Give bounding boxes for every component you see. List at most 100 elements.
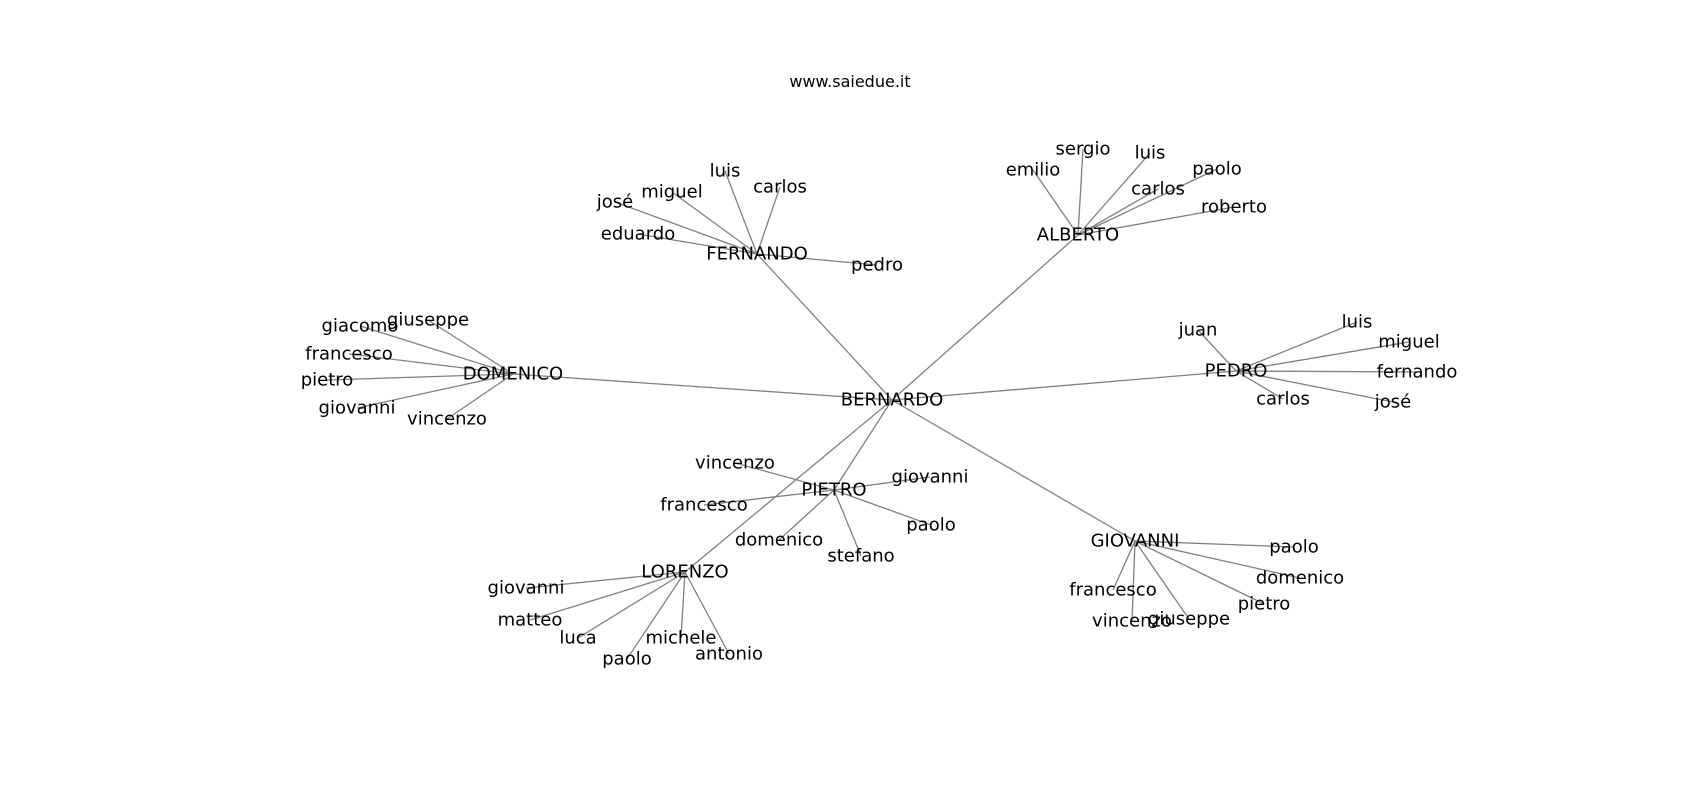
leaf-node-label: francesco: [660, 495, 747, 516]
edge: [778, 489, 835, 541]
leaf-node-label: stefano: [827, 546, 894, 567]
edge: [1112, 540, 1136, 591]
leaf-node-label: carlos: [753, 177, 807, 198]
edge: [637, 233, 758, 255]
edge: [529, 571, 686, 621]
leaf-node-label: carlos: [1256, 389, 1310, 410]
leaf-node-label: luis: [1342, 312, 1373, 333]
edge: [671, 191, 758, 255]
leaf-node-label: vincenzo: [407, 409, 487, 430]
leaf-node-label: paolo: [906, 515, 955, 536]
leaf-node-label: luis: [1135, 143, 1166, 164]
edge: [680, 571, 686, 639]
edge: [1235, 370, 1284, 400]
edges-layer: [326, 148, 1418, 660]
edge: [626, 571, 686, 660]
edge: [1077, 148, 1084, 236]
leaf-node-label: giovanni: [488, 578, 565, 599]
edge: [1077, 188, 1159, 236]
leaf-node-label: pietro: [301, 370, 354, 391]
leaf-node-label: francesco: [305, 344, 392, 365]
edge: [756, 253, 878, 266]
edge: [348, 353, 514, 375]
leaf-node-label: pietro: [1238, 594, 1291, 615]
edge: [891, 399, 1136, 542]
group-node-label: LORENZO: [641, 562, 728, 583]
edge: [833, 476, 931, 491]
leaf-node-label: sergio: [1056, 139, 1111, 160]
leaf-node-label: paolo: [1192, 159, 1241, 180]
edge: [703, 489, 835, 506]
group-node-label: FERNANDO: [706, 244, 808, 265]
edge: [756, 253, 893, 401]
edge: [1032, 169, 1079, 236]
leaf-node-label: domenico: [735, 530, 823, 551]
leaf-node-label: eduardo: [601, 224, 675, 245]
edge: [684, 399, 893, 573]
edge: [525, 571, 686, 589]
leaf-node-label: josé: [1374, 392, 1411, 413]
edge: [1197, 329, 1237, 372]
leaf-node-label: paolo: [1269, 537, 1318, 558]
edge: [1134, 540, 1295, 548]
leaf-node-label: luis: [710, 161, 741, 182]
edge: [684, 571, 730, 655]
edge: [427, 319, 514, 375]
edge: [891, 234, 1079, 401]
edge: [1235, 370, 1418, 373]
edge: [1131, 540, 1136, 622]
edge: [1235, 370, 1394, 403]
group-node-label: GIOVANNI: [1091, 531, 1180, 552]
leaf-node-label: antonio: [695, 644, 763, 665]
leaf-node-label: carlos: [1131, 179, 1185, 200]
leaf-node-label: roberto: [1201, 197, 1267, 218]
edge: [833, 399, 893, 491]
edge: [326, 373, 514, 381]
edge: [1134, 540, 1301, 579]
edge: [734, 462, 835, 491]
leaf-node-label: matteo: [498, 610, 563, 631]
leaf-node-label: michele: [646, 628, 717, 649]
leaf-node-label: giacomo: [322, 316, 399, 337]
edge: [1235, 321, 1358, 372]
edge: [833, 489, 862, 557]
edge: [1235, 341, 1410, 372]
edge: [614, 201, 758, 255]
leaf-node-label: pedro: [851, 255, 903, 276]
leaf-node-label: domenico: [1256, 568, 1344, 589]
group-node-label: ALBERTO: [1037, 225, 1119, 246]
edge: [724, 170, 758, 255]
leaf-node-label: giovanni: [319, 398, 396, 419]
edge: [891, 370, 1237, 401]
edge: [512, 373, 893, 401]
edge: [356, 373, 514, 409]
edge: [577, 571, 686, 639]
edge: [1134, 540, 1190, 620]
edge: [359, 325, 514, 375]
edge: [1077, 206, 1235, 236]
group-node-label: PEDRO: [1205, 361, 1268, 382]
edge: [833, 489, 932, 526]
leaf-node-label: giovanni: [892, 467, 969, 488]
leaf-node-label: giuseppe: [387, 310, 469, 331]
group-node-label: DOMENICO: [463, 364, 563, 385]
leaf-node-label: francesco: [1069, 580, 1156, 601]
leaf-node-label: luca: [559, 628, 596, 649]
leaf-node-label: vincenzo: [695, 453, 775, 474]
leaf-node-label: josé: [596, 192, 633, 213]
leaf-node-label: emilio: [1006, 160, 1061, 181]
root-node-label: BERNARDO: [841, 390, 944, 411]
leaf-node-label: miguel: [1378, 332, 1439, 353]
edge: [1077, 152, 1151, 236]
edge: [1077, 168, 1218, 236]
site-title: www.saiedue.it: [789, 72, 911, 91]
leaf-node-label: paolo: [602, 649, 651, 670]
leaf-node-label: fernando: [1377, 362, 1458, 383]
group-node-label: PIETRO: [801, 480, 866, 501]
edge: [1134, 540, 1265, 605]
leaf-node-label: giuseppe: [1148, 609, 1230, 630]
leaf-node-label: vincenzo: [1092, 611, 1172, 632]
edge: [446, 373, 514, 420]
